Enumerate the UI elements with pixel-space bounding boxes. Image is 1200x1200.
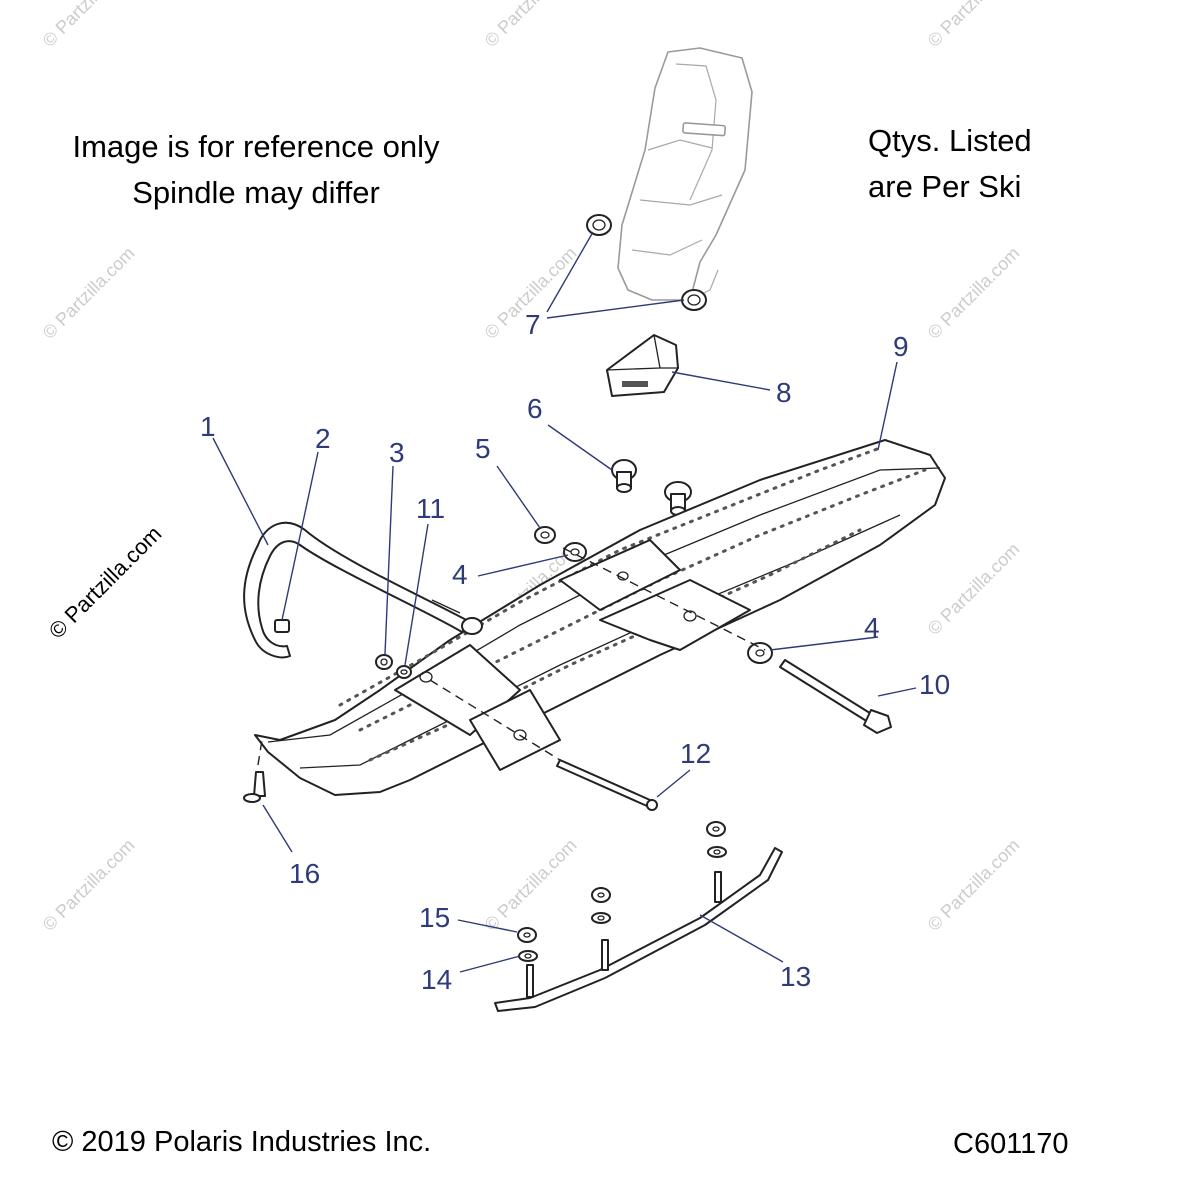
handle-cap <box>274 619 290 633</box>
quantity-note-line-1: Qtys. Listed <box>868 123 1032 158</box>
diagram-code: C601170 <box>953 1128 1069 1160</box>
callout-6: 6 <box>527 393 543 424</box>
watermark: © Partzilla.com <box>924 835 1024 935</box>
callout-2: 2 <box>315 423 331 454</box>
reference-note-line-1: Image is for reference only <box>72 129 440 164</box>
locknut-3 <box>375 654 393 670</box>
carbide-nut <box>591 887 611 903</box>
carbide-washer <box>707 846 727 858</box>
tip-rivet <box>243 771 266 803</box>
assembly-line <box>562 547 766 651</box>
side-watermark: © Partzilla.com <box>44 521 167 644</box>
ski-body <box>254 439 946 796</box>
watermark: © Partzilla.com <box>924 0 1024 51</box>
callout-11: 11 <box>416 493 445 524</box>
callout-labels: 1 2 3 11 4 5 6 7 8 9 4 10 12 16 15 14 13 <box>200 309 950 995</box>
callout-14: 14 <box>421 964 452 995</box>
watermark: © Partzilla.com <box>924 539 1024 639</box>
callout-16: 16 <box>289 858 320 889</box>
quantity-note-line-2: are Per Ski <box>868 169 1022 204</box>
washer-11 <box>396 665 412 679</box>
carbide-wear-bar <box>494 847 783 1012</box>
callout-7: 7 <box>525 309 541 340</box>
watermark: © Partzilla.com <box>481 0 581 51</box>
watermark: © Partzilla.com <box>481 835 581 935</box>
nut-5 <box>534 526 556 544</box>
rear-bolt <box>556 759 658 811</box>
callout-5: 5 <box>475 433 491 464</box>
carbide-washer <box>518 950 538 962</box>
callout-9: 9 <box>893 331 909 362</box>
bushing-6 <box>611 459 637 493</box>
leader-lines <box>212 231 917 973</box>
watermark: © Partzilla.com <box>39 835 139 935</box>
spindle-bolt <box>779 659 892 734</box>
reference-note: Image is for reference only Spindle may … <box>58 124 454 216</box>
callout-15: 15 <box>419 902 450 933</box>
carbide-washer <box>591 912 611 924</box>
callout-10: 10 <box>919 669 950 700</box>
callout-4: 4 <box>864 612 880 643</box>
ski-loop-handle <box>243 521 483 659</box>
spindle-stop-bumper <box>606 334 679 397</box>
callout-12: 12 <box>680 738 711 769</box>
watermark: © Partzilla.com <box>924 243 1024 343</box>
copyright-notice: © 2019 Polaris Industries Inc. <box>52 1126 432 1158</box>
quantity-note: Qtys. Listed are Per Ski <box>868 118 1032 210</box>
callout-1: 1 <box>200 411 216 442</box>
callout-8: 8 <box>776 377 792 408</box>
callout-4: 4 <box>452 559 468 590</box>
callout-13: 13 <box>780 961 811 992</box>
watermark: © Partzilla.com <box>39 0 139 51</box>
spindle-bushing <box>586 214 612 236</box>
reference-note-line-2: Spindle may differ <box>132 175 380 210</box>
carbide-nut <box>517 927 537 943</box>
spindle-reference-part <box>617 47 753 301</box>
callout-3: 3 <box>389 437 405 468</box>
washer-4-right <box>747 642 773 664</box>
carbide-nut <box>706 821 726 837</box>
assembly-line <box>429 679 561 761</box>
watermark: © Partzilla.com <box>39 243 139 343</box>
assembly-line <box>257 739 263 766</box>
spindle-bushing <box>681 289 707 311</box>
